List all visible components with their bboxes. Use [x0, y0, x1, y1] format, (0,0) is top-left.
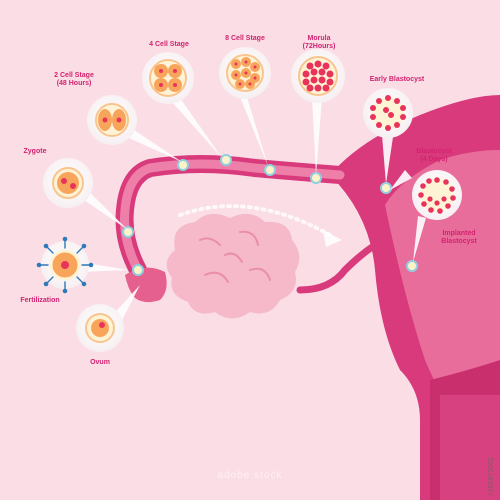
two-cell-illustration — [87, 95, 137, 145]
tube-cell — [122, 226, 134, 238]
label-fertilization: Fertilization — [20, 297, 60, 304]
fallopian-tube — [115, 155, 349, 303]
ovary — [166, 213, 300, 319]
morula-illustration — [291, 49, 345, 103]
label-morula: Morula (72Hours) — [302, 35, 336, 50]
early-blastocyst-illustration — [363, 88, 413, 138]
tube-cell — [264, 164, 276, 176]
label-implanted-blastocyst: Implanted Blastocyst — [441, 230, 477, 245]
image-id: #165871062 — [488, 457, 495, 496]
label-two-cell-stage: 2 Cell Stage (48 Hours) — [54, 72, 94, 87]
ovum-illustration — [76, 304, 124, 352]
tube-cell — [406, 260, 418, 272]
four-cell-illustration — [142, 52, 194, 104]
label-early-blastocyst: Early Blastocyst — [369, 76, 425, 83]
label-eight-cell-stage: 8 Cell Stage — [225, 35, 265, 42]
label-ovum: Ovum — [90, 359, 110, 366]
tube-cell — [380, 182, 392, 194]
migration-arrow — [178, 204, 342, 247]
fertilization-illustration — [36, 236, 94, 294]
tube-cell — [132, 264, 144, 276]
tube-cell — [177, 159, 189, 171]
blastocyst-illustration — [412, 170, 462, 220]
ovarian-ligament — [296, 241, 379, 294]
tube-cell — [220, 154, 232, 166]
label-blastocyst: Blastocyst (4 Days) — [416, 148, 452, 163]
label-zygote: Zygote — [23, 148, 47, 155]
zygote-illustration — [43, 158, 93, 208]
watermark: adobe stock — [217, 470, 283, 481]
label-four-cell-stage: 4 Cell Stage — [149, 41, 189, 48]
eight-cell-illustration — [219, 47, 271, 99]
callout-pointers — [78, 92, 426, 328]
